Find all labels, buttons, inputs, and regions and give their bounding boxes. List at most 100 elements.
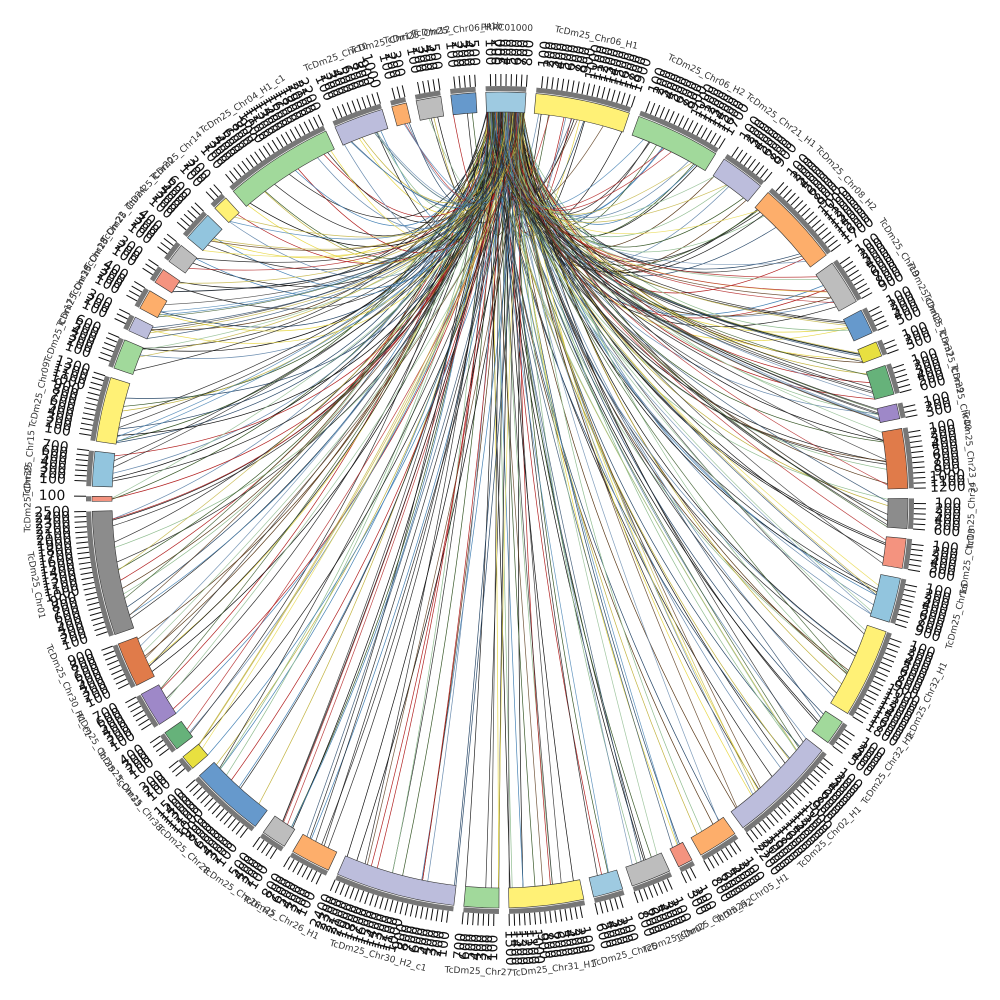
link-hub [158,112,496,316]
link-hub [118,112,517,428]
tick-mark [200,794,210,804]
tick-mark [356,98,362,111]
tick-mark [245,157,254,168]
coverage-band [229,125,326,191]
segment-TcDm25_Chr34 [886,498,909,529]
tick-label: 900 [390,922,412,952]
tick-mark [534,912,537,925]
tick-mark [422,80,426,93]
tick-mark [564,908,568,921]
segment-label: TcDm25_Chr06_H1b [411,21,503,39]
tick-label: 300 [930,549,959,568]
link-TcDm25_Chr23_c2 [522,112,887,462]
tick-mark [904,588,917,593]
tick-mark [614,897,619,910]
tick-label: 100 [39,488,66,504]
tick-mark [835,741,846,750]
tick-mark [213,184,223,194]
tick-label: 400 [46,403,75,424]
tick-mark [384,898,389,911]
link-hub [495,112,818,278]
tick-mark [894,623,907,629]
link-hub [117,112,490,438]
segment-TcDm25_Chr36 [128,316,154,340]
tick-mark [861,292,873,299]
tick-mark [896,618,909,624]
link-hub [504,112,866,631]
link-hub [506,112,877,596]
tick-mark [256,839,265,851]
tick-label: 400 [459,39,477,67]
tick-mark [425,907,429,920]
tick-label: 500 [933,517,961,535]
tick-mark [361,96,367,109]
tick-mark [166,233,177,243]
tick-mark [790,196,800,206]
coverage-band [877,339,888,356]
tick-mark [743,155,752,166]
tick-mark [116,313,128,320]
tick-mark [900,603,913,608]
link-TcDm25_Chr30_H2_c1 [346,112,519,857]
tick-mark [909,435,922,438]
tick-label: 800 [539,931,558,959]
tick-mark [414,905,419,918]
link-TcDm25_Chr31_H1 [518,112,551,885]
tick-mark [101,645,113,651]
segment-TcDm25_Chr27 [463,886,500,909]
link-TcDm25_Chr04_H1_c1 [264,112,490,263]
tick-label: 800 [573,45,594,74]
tick-mark [625,94,631,106]
tick-mark [114,318,126,325]
tick-mark [760,168,769,179]
tick-mark [303,121,311,133]
tick-mark [401,85,406,98]
tick-mark [76,546,89,549]
tick-mark [235,824,244,835]
coverage-band [724,154,765,186]
tick-mark [581,82,585,95]
tick-mark [806,777,817,787]
tick-mark [79,433,92,436]
segment-TcDm25_Chr08_H2 [754,192,827,268]
tick-mark [113,673,125,680]
tick-label: 300 [913,356,943,379]
tick-mark [233,167,242,178]
segment-TcDm25_Chr37 [857,341,883,364]
link-hub [145,112,525,659]
tick-mark [190,206,201,216]
tick-mark [91,376,104,382]
tick-mark [682,117,689,129]
coverage-band [135,694,159,728]
tick-mark [430,908,434,921]
tick-mark [816,765,827,775]
coverage-band [450,86,476,94]
coverage-band [907,498,914,530]
tick-mark [591,84,596,97]
tick-mark [913,523,926,526]
tick-mark [901,598,914,603]
tick-mark [254,151,262,162]
tick-mark [472,913,474,926]
tick-mark [687,120,694,132]
tick-mark [832,745,843,754]
coverage-band [259,833,284,852]
tick-label: 100 [403,46,424,75]
link-hub [147,112,519,339]
link-hub [124,112,506,599]
link-TcDm25_Chr08_H2 [506,111,802,273]
coverage-band [90,375,110,442]
tick-label: 2000 [35,530,72,549]
tick-mark [159,748,170,757]
tick-label: 100 [931,538,959,557]
tick-mark [827,239,838,248]
segment-TcDm25_Chr13 [882,536,907,569]
tick-label: 300 [924,400,953,421]
tick-mark [176,221,187,231]
tick-mark [654,104,661,117]
tick-label: 300 [546,41,565,70]
tick-mark [87,391,100,396]
tick-mark [775,182,785,192]
link-hub [501,112,879,415]
tick-mark [873,315,885,322]
